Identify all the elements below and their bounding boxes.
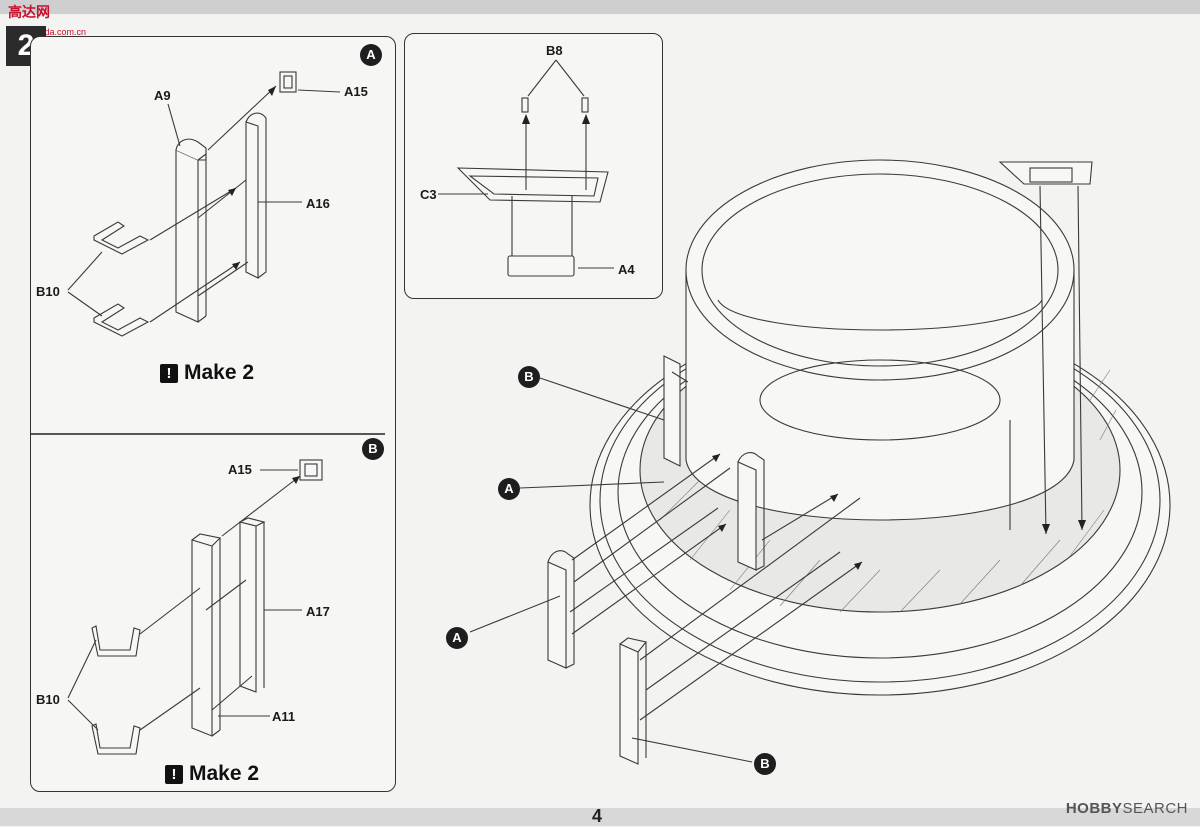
- panel-a-badge: A: [360, 44, 382, 66]
- warning-icon: !: [160, 363, 178, 383]
- panel-left-frame: [30, 36, 396, 792]
- bottom-scan-edge: [0, 808, 1200, 826]
- part-label-b10: B10: [36, 284, 60, 299]
- panel-c-frame: [404, 33, 663, 299]
- watermark-site: HOBBYSEARCH: [1065, 800, 1188, 817]
- callout-b-top: B: [518, 366, 540, 388]
- part-label-a11: A11: [272, 709, 296, 724]
- part-label-b8: B8: [546, 43, 563, 58]
- make-note-b: !Make 2: [165, 762, 259, 786]
- page-number: 4: [592, 806, 603, 826]
- part-label-a9: A9: [154, 88, 171, 103]
- callout-b-low: B: [754, 753, 776, 775]
- make-note-a: !Make 2: [160, 361, 254, 385]
- panel-b-badge: B: [362, 438, 384, 460]
- top-scan-edge: [0, 0, 1200, 14]
- part-label-a15: A15: [344, 84, 368, 99]
- part-label-b10-b: B10: [36, 692, 60, 707]
- callout-a-mid: A: [498, 478, 520, 500]
- callout-a-low: A: [446, 627, 468, 649]
- part-label-a4: A4: [618, 262, 635, 277]
- part-label-a17: A17: [306, 604, 330, 619]
- warning-icon: !: [165, 764, 183, 784]
- part-label-a15-b: A15: [228, 462, 252, 477]
- part-label-a16: A16: [306, 196, 330, 211]
- part-label-c3: C3: [420, 187, 437, 202]
